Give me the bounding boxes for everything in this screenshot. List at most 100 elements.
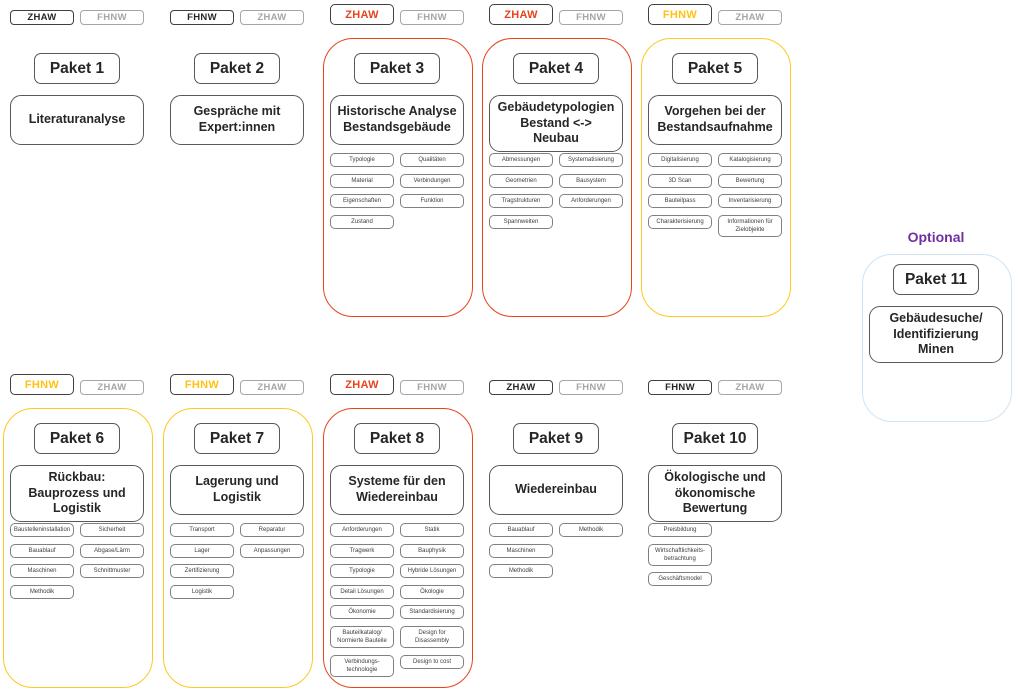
package-desc: Gebäudesuche/ Identifizierung Minen: [869, 306, 1003, 363]
package-desc: Literaturanalyse: [10, 95, 144, 145]
subtopic-chip: Typologie: [330, 153, 394, 168]
org-tag-zhaw: ZHAW: [240, 380, 304, 395]
subtopic-chip: Katalogisierung: [718, 153, 782, 168]
org-tag-fhnw: FHNW: [10, 374, 74, 395]
subtopic-chip: Hybride Lösungen: [400, 564, 464, 579]
subtopic-chip: Design for Disassembly: [400, 625, 464, 649]
package-5-tags: FHNW ZHAW: [648, 4, 782, 25]
subtopic-chip: Tragstrukturen: [489, 194, 553, 209]
subtopic-chip: Anforderungen: [559, 194, 623, 209]
subtopic-chip: Transport: [170, 523, 234, 538]
subtopic-chip: Eigenschaften: [330, 194, 394, 209]
package-3-tags: ZHAW FHNW: [330, 4, 464, 25]
package-title: Paket 3: [354, 53, 440, 84]
subtopic-chip: Maschinen: [489, 543, 553, 558]
package-desc: Wiedereinbau: [489, 465, 623, 515]
subtopic-chip: Charakterisierung: [648, 214, 712, 229]
subtopic-chip: Tragwerk: [330, 543, 394, 558]
subtopic-chip: Methodik: [10, 584, 74, 599]
subtopic-chip: Reparatur: [240, 523, 304, 538]
subtopic-chip: Bauteilpass: [648, 194, 712, 209]
subtopic-chip: 3D Scan: [648, 173, 712, 188]
package-8-tags: ZHAW FHNW: [330, 374, 464, 395]
subtopic-chip: Funktion: [400, 194, 464, 209]
subtopic-chip: Abmessungen: [489, 153, 553, 168]
package-9-tags: ZHAW FHNW: [489, 374, 623, 395]
subtopic-chip: Bauphysik: [400, 543, 464, 558]
package-title: Paket 9: [513, 423, 599, 454]
package-desc: Gebäudetypologien Bestand <-> Neubau: [489, 95, 623, 152]
package-title: Paket 11: [893, 264, 979, 295]
subtopic-chip: Typologie: [330, 564, 394, 579]
subtopic-chip: Maschinen: [10, 564, 74, 579]
subtopic-chip: Zustand: [330, 214, 394, 229]
org-tag-fhnw: FHNW: [170, 374, 234, 395]
subtopic-chip: Methodik: [489, 564, 553, 579]
subtopic-chip: Ökonomie: [330, 605, 394, 620]
subtopic-chip: Bauteilkatalog/ Normierte Bauteile: [330, 625, 394, 649]
subtopic-chip: Anpassungen: [240, 543, 304, 558]
package-title: Paket 10: [672, 423, 758, 454]
package-desc: Systeme für den Wiedereinbau: [330, 465, 464, 515]
package-desc: Lagerung und Logistik: [170, 465, 304, 515]
org-tag-fhnw: FHNW: [648, 380, 712, 395]
package-10-tags: FHNW ZHAW: [648, 374, 782, 395]
subtopic-chip: Preisbildung: [648, 523, 712, 538]
org-tag-fhnw: FHNW: [80, 10, 144, 25]
package-desc: Historische Analyse Bestandsgebäude: [330, 95, 464, 145]
subtopic-chip: Statik: [400, 523, 464, 538]
package-2-tags: FHNW ZHAW: [170, 4, 304, 25]
subtopic-chip: Abgase/Lärm: [80, 543, 144, 558]
subtopic-chip: Logistik: [170, 584, 234, 599]
org-tag-zhaw: ZHAW: [10, 10, 74, 25]
subtopic-chip: Material: [330, 173, 394, 188]
package-desc: Rückbau: Bauprozess und Logistik: [10, 465, 144, 522]
subtopic-chip: Design to cost: [400, 654, 464, 669]
subtopic-chip: Zertifizierung: [170, 564, 234, 579]
org-tag-fhnw: FHNW: [559, 10, 623, 25]
subtopic-chip: Schnittmuster: [80, 564, 144, 579]
org-tag-zhaw: ZHAW: [489, 4, 553, 25]
subtopic-chip: Standardisierung: [400, 605, 464, 620]
optional-label: Optional: [907, 229, 965, 245]
org-tag-zhaw: ZHAW: [80, 380, 144, 395]
package-title: Paket 2: [194, 53, 280, 84]
subtopic-chip: Qualitäten: [400, 153, 464, 168]
package-4-tags: ZHAW FHNW: [489, 4, 623, 25]
subtopic-chip: Bausystem: [559, 173, 623, 188]
subtopic-chip: Verbindungen: [400, 173, 464, 188]
package-desc: Ökologische und ökonomische Bewertung: [648, 465, 782, 522]
package-title: Paket 1: [34, 53, 120, 84]
org-tag-fhnw: FHNW: [170, 10, 234, 25]
subtopic-chip: Digitalisierung: [648, 153, 712, 168]
org-tag-zhaw: ZHAW: [718, 380, 782, 395]
org-tag-zhaw: ZHAW: [718, 10, 782, 25]
subtopic-chip: Anforderungen: [330, 523, 394, 538]
org-tag-fhnw: FHNW: [400, 10, 464, 25]
subtopic-chip: Verbindungs- technologie: [330, 654, 394, 677]
package-desc: Gespräche mit Expert:innen: [170, 95, 304, 145]
subtopic-chip: Informationen für Zielobjekte: [718, 214, 782, 237]
subtopic-chip: Geschäftsmodel: [648, 572, 712, 587]
package-1-tags: ZHAW FHNW: [10, 4, 144, 25]
subtopic-chip: Wirtschaftlichkeits- betrachtung: [648, 543, 712, 566]
package-title: Paket 5: [672, 53, 758, 84]
subtopic-chip: Bewertung: [718, 173, 782, 188]
subtopic-chip: Sicherheit: [80, 523, 144, 538]
package-title: Paket 4: [513, 53, 599, 84]
package-title: Paket 7: [194, 423, 280, 454]
package-desc: Vorgehen bei der Bestandsaufnahme: [648, 95, 782, 145]
package-6-tags: FHNW ZHAW: [10, 374, 144, 395]
package-title: Paket 8: [354, 423, 440, 454]
subtopic-chip: Bauablauf: [10, 543, 74, 558]
subtopic-chip: Detail Lösungen: [330, 584, 394, 599]
org-tag-zhaw: ZHAW: [240, 10, 304, 25]
package-7-tags: FHNW ZHAW: [170, 374, 304, 395]
